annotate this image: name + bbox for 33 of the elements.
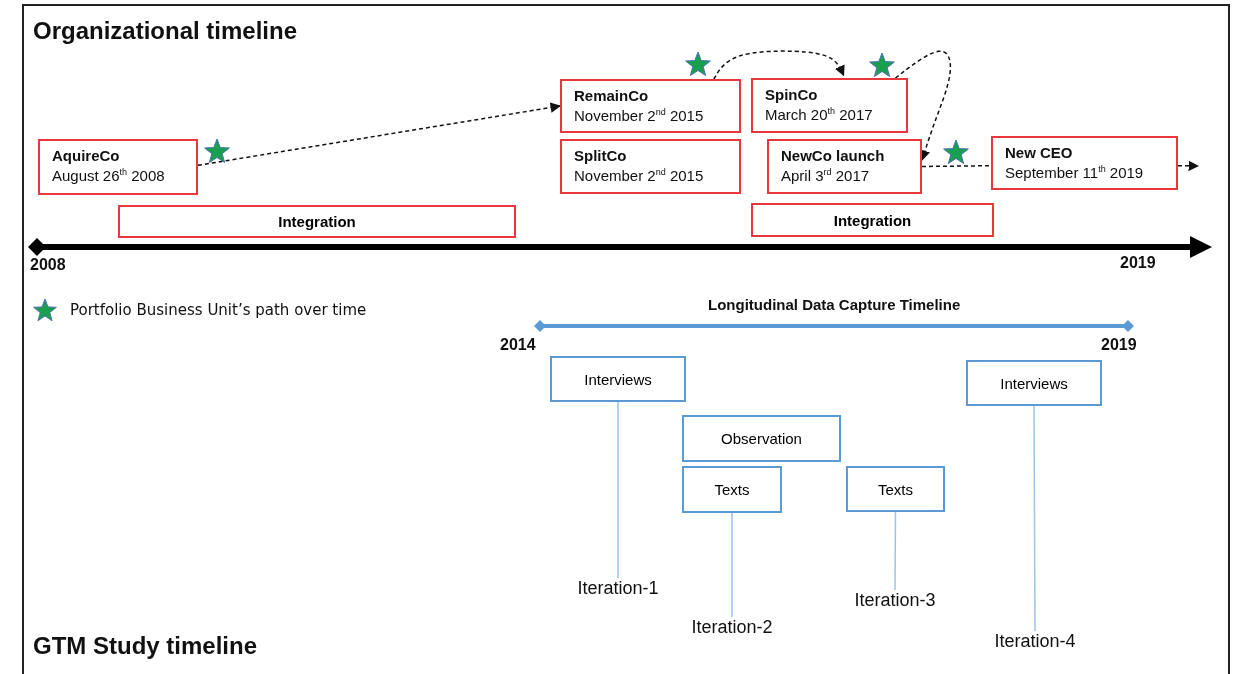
year-label: 2019 bbox=[1120, 254, 1156, 272]
section-title: GTM Study timeline bbox=[33, 632, 257, 660]
event-box: RemainCo November 2$^{nd}$ 2015 bbox=[560, 79, 741, 133]
year-label: 2014 bbox=[500, 336, 536, 354]
title: Organizational timeline bbox=[33, 17, 298, 45]
iteration-label: Iteration-2 bbox=[672, 617, 792, 641]
axis-title: Longitudinal Data Capture Timeline bbox=[708, 296, 961, 313]
connector-line bbox=[894, 511, 897, 591]
connector-line bbox=[617, 401, 619, 579]
method-box: Interviews bbox=[550, 356, 686, 402]
iteration-label: Iteration-3 bbox=[835, 590, 955, 614]
arrow bbox=[1177, 160, 1200, 172]
arrow bbox=[894, 50, 952, 161]
event-box: SpinCo March 20$^{th}$ 2017 bbox=[751, 78, 908, 133]
event-box: New CEO September 11$^{th}$ 2019 bbox=[991, 136, 1178, 190]
event-box: SplitCo November 2$^{nd}$ 2015 bbox=[560, 139, 741, 194]
method-box: Interviews bbox=[966, 360, 1102, 406]
legend-text: Portfolio Business Unit’s path over time bbox=[70, 301, 367, 319]
event-box: AquireCo August 26$^{th}$ 2008 bbox=[38, 139, 198, 195]
iteration-label: Iteration-4 bbox=[975, 631, 1095, 655]
arrow bbox=[197, 102, 562, 167]
method-box: Texts bbox=[682, 466, 782, 513]
year-label: 2008 bbox=[30, 256, 66, 274]
event-box: NewCo launch April 3$^{rd}$ 2017 bbox=[767, 139, 922, 194]
phase-bar: Integration bbox=[118, 205, 516, 238]
phase-bar: Integration bbox=[751, 203, 994, 237]
method-box: Observation bbox=[682, 415, 841, 462]
connector-line bbox=[1033, 405, 1036, 632]
connector-line bbox=[921, 164, 992, 168]
connector-line bbox=[731, 512, 733, 618]
year-label: 2019 bbox=[1101, 336, 1137, 354]
iteration-label: Iteration-1 bbox=[558, 578, 678, 602]
method-box: Texts bbox=[846, 466, 945, 512]
